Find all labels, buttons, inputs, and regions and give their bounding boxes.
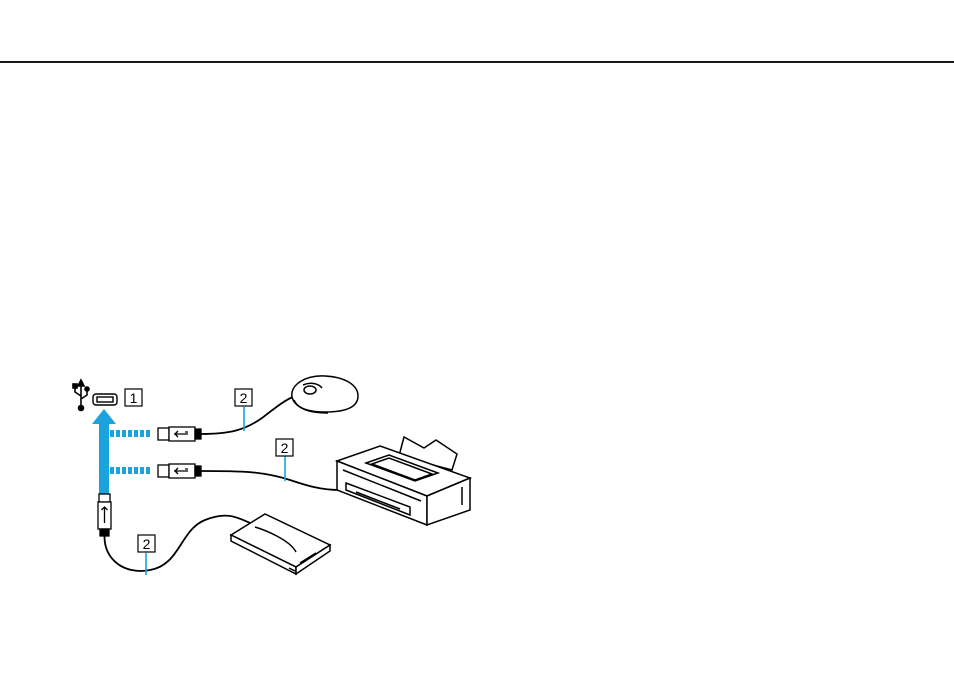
svg-text:2: 2 bbox=[240, 390, 248, 406]
usb-plug-drive-icon bbox=[98, 494, 111, 536]
dotted-guide-top bbox=[110, 430, 150, 437]
callout-drive-cable: 2 bbox=[138, 535, 155, 552]
usb-port-icon bbox=[93, 394, 117, 405]
usb-plug-printer-icon bbox=[158, 464, 201, 478]
drive-cable bbox=[104, 516, 250, 571]
callout-usb-port: 1 bbox=[125, 389, 142, 406]
svg-text:2: 2 bbox=[143, 536, 151, 552]
callout-mouse-cable: 2 bbox=[235, 389, 252, 406]
dotted-guide-bottom bbox=[110, 467, 150, 474]
callout-printer-cable: 2 bbox=[276, 439, 293, 456]
insert-direction-arrow bbox=[92, 409, 150, 500]
external-drive-icon bbox=[231, 514, 330, 574]
usb-symbol-icon bbox=[73, 380, 89, 411]
printer-icon bbox=[337, 437, 470, 525]
mouse-icon bbox=[292, 376, 358, 413]
printer-cable bbox=[201, 471, 340, 490]
usb-plug-mouse-icon bbox=[158, 427, 201, 441]
svg-text:2: 2 bbox=[281, 440, 289, 456]
svg-text:1: 1 bbox=[130, 390, 138, 406]
